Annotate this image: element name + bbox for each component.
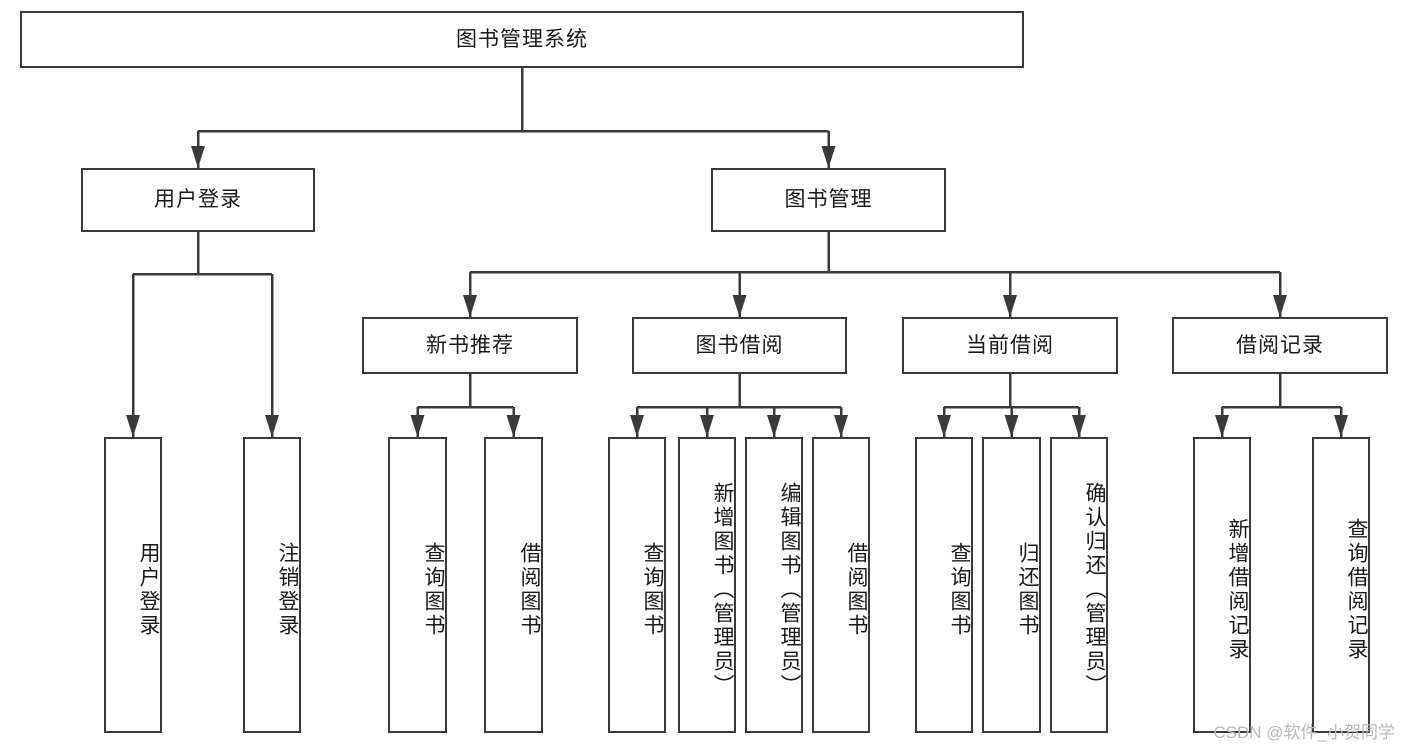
node-l1_0[interactable]: 用户登录 <box>81 168 315 232</box>
node-label: 新增借阅记录 <box>1226 518 1249 662</box>
node-label: 图书管理系统 <box>456 27 588 51</box>
node-label: 借阅图书 <box>518 542 541 638</box>
node-leaf_9[interactable]: 归还图书 <box>982 437 1041 733</box>
node-label: 新书推荐 <box>426 333 514 357</box>
arrowhead-icon <box>821 146 836 168</box>
node-label: 查询图书 <box>641 542 664 638</box>
node-label: 借阅图书 <box>845 542 868 638</box>
arrowhead-icon <box>937 415 951 437</box>
node-leaf_6[interactable]: 编辑图书（管理员） <box>745 437 803 733</box>
arrowhead-icon <box>1273 295 1287 317</box>
node-l2_0[interactable]: 新书推荐 <box>362 317 578 374</box>
node-label: 用户登录 <box>137 542 160 638</box>
node-label: 借阅记录 <box>1236 333 1324 357</box>
node-label: 查询借阅记录 <box>1345 518 1368 662</box>
arrowhead-icon <box>126 415 140 437</box>
node-leaf_5[interactable]: 新增图书（管理员） <box>678 437 736 733</box>
node-leaf_12[interactable]: 查询借阅记录 <box>1312 437 1370 733</box>
arrowhead-icon <box>191 146 205 168</box>
node-label: 用户登录 <box>154 188 242 212</box>
arrowhead-icon <box>1004 415 1019 437</box>
node-leaf_8[interactable]: 查询图书 <box>915 437 973 733</box>
node-l1_1[interactable]: 图书管理 <box>711 168 946 232</box>
node-leaf_10[interactable]: 确认归还（管理员） <box>1050 437 1108 733</box>
node-label: 查询图书 <box>422 542 445 638</box>
node-root[interactable]: 图书管理系统 <box>20 11 1024 68</box>
node-label: 确认归还（管理员） <box>1083 482 1106 698</box>
arrowhead-icon <box>265 415 279 437</box>
node-leaf_7[interactable]: 借阅图书 <box>812 437 870 733</box>
node-l2_2[interactable]: 当前借阅 <box>902 317 1118 374</box>
node-label: 归还图书 <box>1016 542 1039 638</box>
watermark-label: CSDN @软件_小贺同学 <box>1213 723 1395 742</box>
arrowhead-icon <box>732 295 747 317</box>
arrowhead-icon <box>1215 415 1229 437</box>
node-label: 新增图书（管理员） <box>711 482 734 698</box>
node-l2_1[interactable]: 图书借阅 <box>632 317 847 374</box>
node-label: 注销登录 <box>276 542 299 638</box>
arrowhead-icon <box>700 415 714 437</box>
node-label: 图书管理 <box>784 188 873 212</box>
arrowhead-icon <box>410 415 425 437</box>
node-leaf_2[interactable]: 查询图书 <box>388 437 447 733</box>
arrowhead-icon <box>1072 415 1086 437</box>
node-leaf_11[interactable]: 新增借阅记录 <box>1193 437 1251 733</box>
node-label: 查询图书 <box>948 542 971 638</box>
arrowhead-icon <box>463 295 477 317</box>
node-leaf_3[interactable]: 借阅图书 <box>484 437 543 733</box>
arrowhead-icon <box>1334 415 1348 437</box>
arrowhead-icon <box>630 415 644 437</box>
arrowhead-icon <box>767 415 781 437</box>
node-label: 图书借阅 <box>695 333 784 357</box>
arrowhead-icon <box>506 415 521 437</box>
node-leaf_1[interactable]: 注销登录 <box>243 437 301 733</box>
node-l2_3[interactable]: 借阅记录 <box>1172 317 1388 374</box>
arrowhead-icon <box>1003 295 1017 317</box>
node-leaf_0[interactable]: 用户登录 <box>104 437 162 733</box>
node-label: 当前借阅 <box>966 333 1054 357</box>
node-leaf_4[interactable]: 查询图书 <box>608 437 666 733</box>
arrowhead-icon <box>834 415 848 437</box>
node-label: 编辑图书（管理员） <box>778 482 801 698</box>
